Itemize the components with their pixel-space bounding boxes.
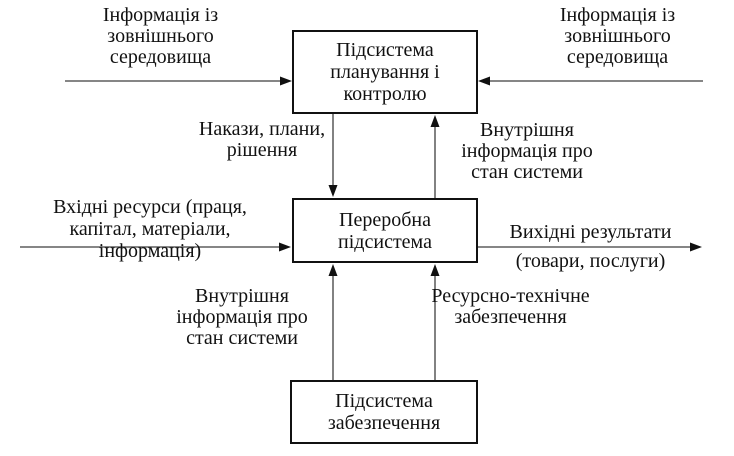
- label-orders-plans-decisions: Накази, плани, рішення: [198, 118, 326, 161]
- arrow-info-right-head: [478, 76, 490, 86]
- arrow-internal-bottom-head: [328, 264, 338, 276]
- label-output-results: Вихідні результати (товари, послуги): [509, 221, 672, 272]
- box-planning-label: Підсистема планування і контролю: [330, 39, 440, 105]
- box-planning-subsystem: Підсистема планування і контролю: [292, 30, 478, 114]
- label-resource-technical-supply: Ресурсно-технічне забезпечення: [431, 285, 590, 328]
- box-support-label: Підсистема забезпечення: [327, 390, 441, 434]
- label-internal-info-lower: Внутрішня інформація про стан системи: [176, 285, 308, 349]
- arrow-input-head: [279, 242, 291, 252]
- box-support-subsystem: Підсистема забезпечення: [290, 380, 478, 444]
- label-info-external-left: Інформація із зовнішнього середовища: [102, 4, 219, 68]
- box-processing-subsystem: Переробна підсистема: [292, 198, 478, 263]
- arrow-info-left-head: [280, 76, 292, 86]
- arrow-orders-head: [328, 185, 338, 197]
- label-info-external-right: Інформація із зовнішнього середовища: [559, 4, 676, 68]
- arrow-resource-head: [430, 264, 440, 276]
- arrow-output-head: [690, 242, 702, 252]
- label-internal-info-upper: Внутрішня інформація про стан системи: [461, 119, 593, 183]
- box-processing-label: Переробна підсистема: [338, 208, 432, 253]
- arrow-internal-top-head: [430, 115, 440, 127]
- label-input-resources: Вхідні ресурси (праця, капітал, матеріал…: [53, 196, 247, 262]
